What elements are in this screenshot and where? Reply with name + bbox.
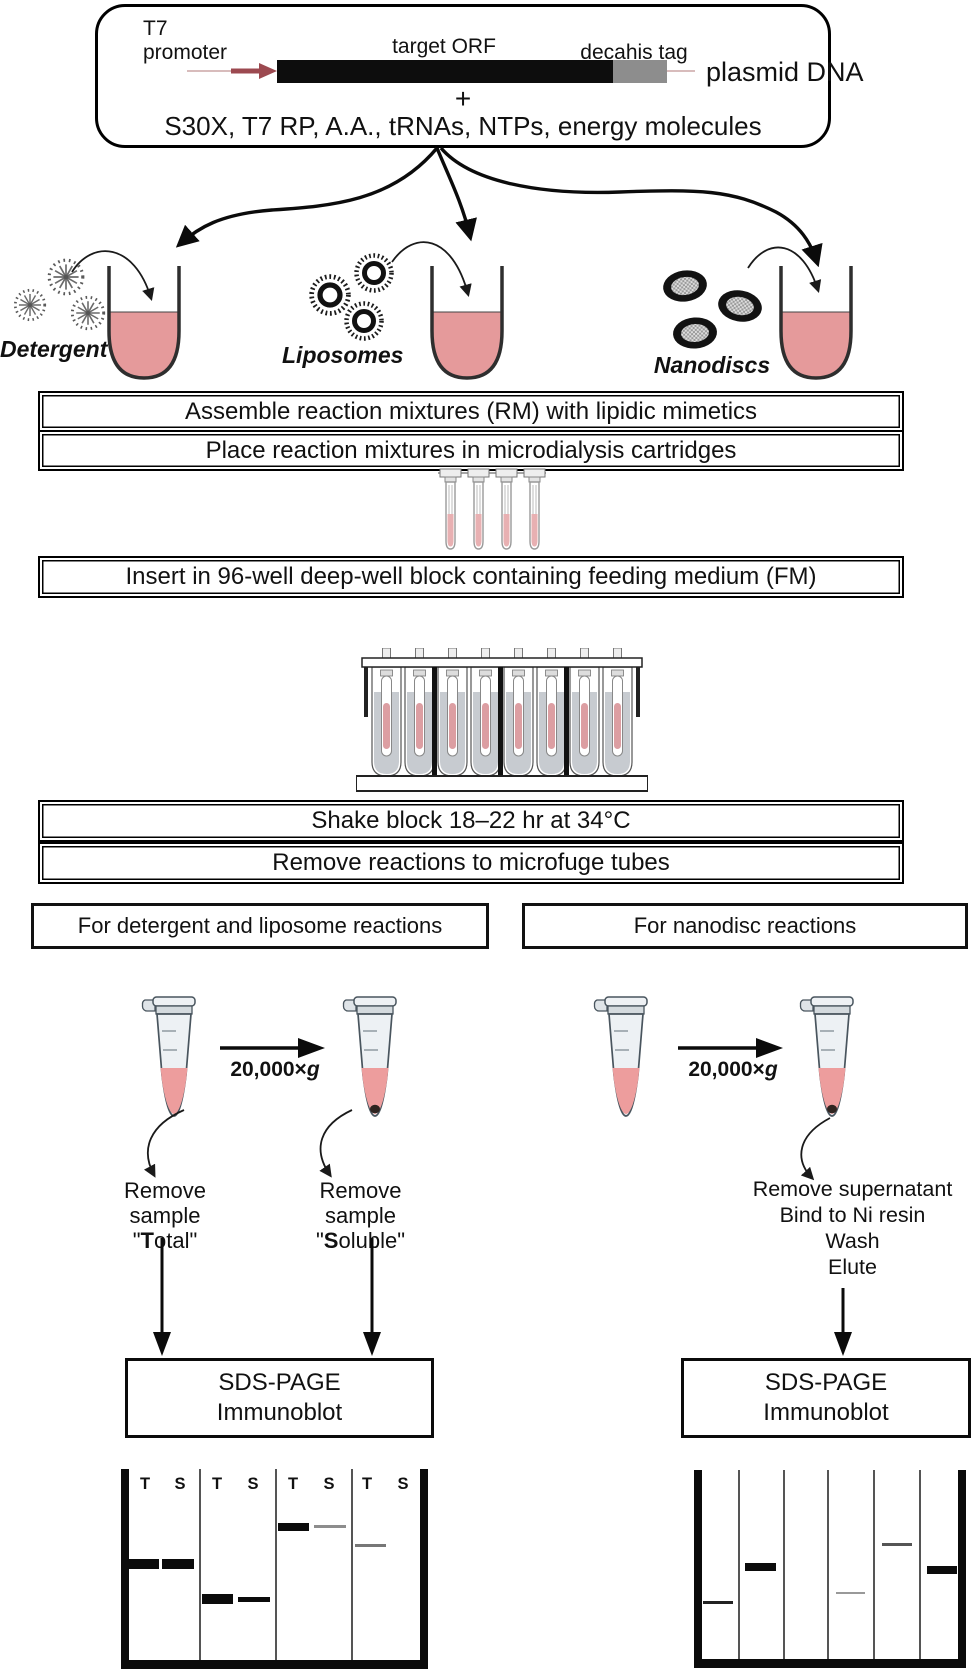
microdialysis-cartridges-icon [438,468,546,550]
lane-header: T [139,1475,151,1493]
lane-divider [351,1469,353,1660]
plasmid-dna-label: plasmid DNA [706,57,864,87]
gel-band [703,1601,733,1604]
branch-header-nanodisc: For nanodisc reactions [522,903,968,949]
cartridge-group [439,468,546,550]
arrow-to-liposome-icon [435,147,477,242]
lane-divider [919,1470,921,1659]
sds-page-box-right: SDS-PAGE Immunoblot [681,1358,971,1438]
step-assemble-box: Assemble reaction mixtures (RM) with lip… [38,391,904,432]
microfuge-tube-nanodisc-icon [593,996,648,1117]
centrifuge-arrow-right-icon [678,1038,783,1058]
t7-promoter-label: T7 promoter [143,17,228,64]
lane-header: T [211,1475,223,1493]
arrow-to-detergent-icon [175,146,439,248]
lane-divider [275,1469,277,1660]
decahis-tag-label: decahis tag [580,41,688,64]
gel-band [162,1559,194,1569]
decahis-tag-bar [613,60,667,83]
gel-band [836,1592,865,1594]
gel-band [927,1566,957,1574]
gel-band [314,1525,346,1528]
reaction-tube-liposomes [430,265,504,380]
reaction-tube-detergent [107,265,181,380]
sample-total-arrow-icon [143,1109,185,1178]
gel-band [278,1523,309,1531]
nanodiscs-label: Nanodiscs [653,352,771,378]
lane-header: S [397,1475,409,1493]
microfuge-tube-supernatant-icon [798,995,866,1119]
reaction-components-label: S30X, T7 RP, A.A., tRNAs, NTPs, energy m… [164,111,762,141]
sample-total-label: Remove sample "Total" [124,1178,206,1253]
step-remove-box: Remove reactions to microfuge tubes [38,842,904,884]
arrow-soluble-to-sds-icon [363,1238,381,1356]
promoter-arrow-icon [231,63,277,79]
gel-band [745,1563,776,1571]
lane-divider [783,1470,785,1659]
centrifuge-arrow-left-icon [220,1038,325,1058]
microfuge-tube-soluble-icon [341,995,409,1119]
reaction-components-box: T7 promoter target ORF decahis tag plasm… [95,4,864,148]
detergent-label: Detergent [0,336,108,362]
plasmid-backbone-line [187,70,233,72]
gel-image-right [694,1470,966,1668]
target-orf-label: target ORF [392,35,496,58]
sample-soluble-arrow-icon [319,1109,353,1178]
centrifuge-speed-right: 20,000×g [688,1058,778,1081]
microfuge-tube-total-icon [141,996,196,1117]
lane-header: S [174,1475,186,1493]
supernatant-arrow-icon [800,1117,831,1181]
lane-header: S [247,1475,259,1493]
deep-well-block-icon [356,648,648,792]
lane-divider [199,1469,201,1660]
gel-band [355,1544,386,1547]
step-insert-box: Insert in 96-well deep-well block contai… [38,556,904,598]
gel-band [202,1594,233,1604]
sample-soluble-label: Remove sample "Soluble" [315,1178,405,1253]
plus-sign: + [454,83,472,114]
lane-header: T [287,1475,299,1493]
arrow-eluate-to-sds-icon [834,1288,852,1356]
branch-header-detergent-liposome: For detergent and liposome reactions [31,903,489,949]
lane-header: T [361,1475,373,1493]
gel-band [238,1597,270,1602]
lane-header: S [323,1475,335,1493]
liposomes-label: Liposomes [282,342,404,368]
nanodisc-purification-steps: Remove supernatant Bind to Ni resin Wash… [752,1177,953,1279]
sds-page-box-left: SDS-PAGE Immunoblot [125,1358,434,1438]
centrifuge-speed-left: 20,000×g [230,1058,320,1081]
nanodiscs-icon [661,267,765,350]
lane-divider [827,1470,829,1659]
reaction-tube-nanodiscs [779,265,853,380]
plasmid-backbone-line-right [667,70,695,72]
target-orf-bar [277,60,613,83]
step-place-box: Place reaction mixtures in microdialysis… [38,430,904,471]
arrow-to-nanodisc-icon [439,146,823,268]
arrow-total-to-sds-icon [153,1238,171,1356]
lane-divider [873,1470,875,1659]
gel-band [882,1543,912,1546]
step-shake-box: Shake block 18–22 hr at 34°C [38,800,904,842]
gel-band [126,1559,159,1569]
liposomes-icon [302,248,402,346]
lane-divider [738,1470,740,1659]
